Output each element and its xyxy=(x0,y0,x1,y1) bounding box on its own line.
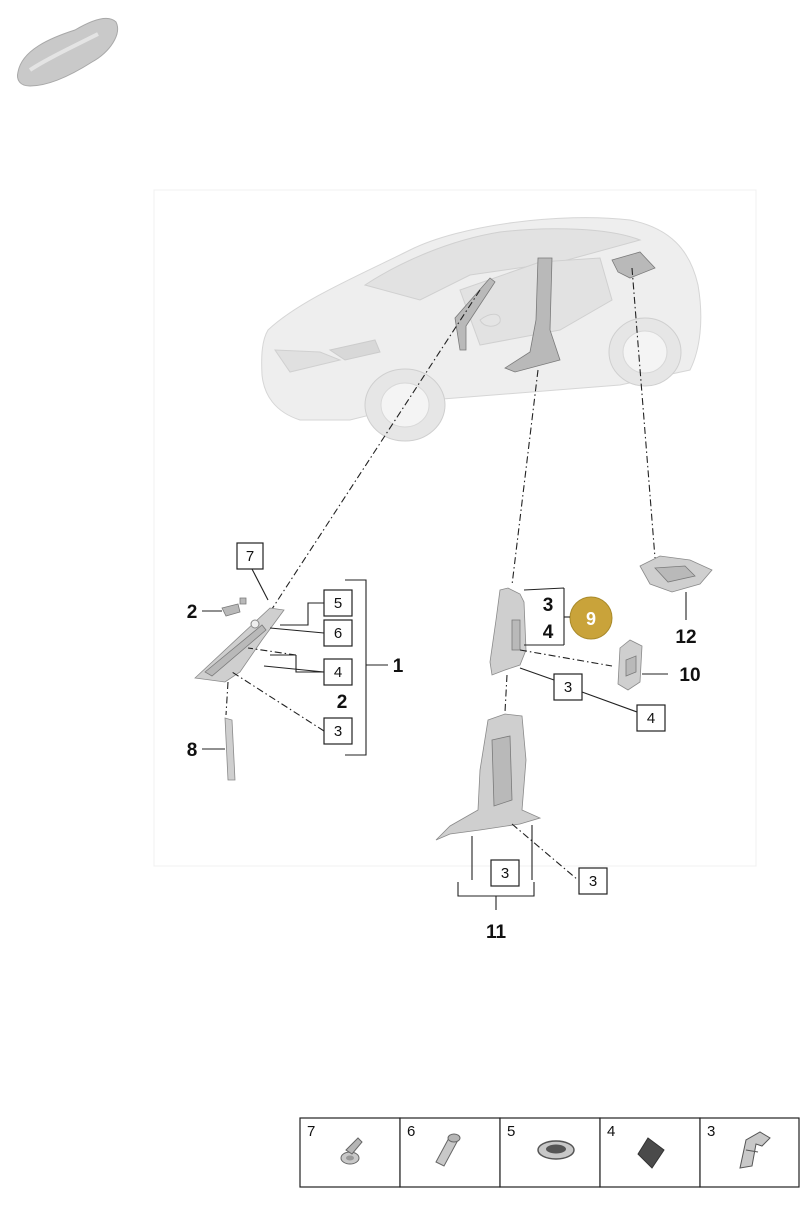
callout-12: 12 xyxy=(675,627,696,648)
callout-1: 1 xyxy=(393,656,404,677)
boxed-label-3-left-text: 3 xyxy=(334,723,342,740)
leader-b-pillar xyxy=(511,369,539,586)
leader-3-mid xyxy=(519,667,555,681)
callout-3-bracket: 3 xyxy=(543,595,554,616)
leader-10-dash xyxy=(519,649,613,667)
boxed-label-4-left xyxy=(323,658,353,686)
boxed-label-3-mid xyxy=(553,673,583,701)
callout-8: 8 xyxy=(187,740,198,761)
boxed-label-5-text: 5 xyxy=(334,595,342,612)
b-pillar-lower-trim-part xyxy=(435,713,542,841)
screw-icon xyxy=(340,1137,363,1165)
boxed-label-3-bottom-text: 3 xyxy=(501,865,509,882)
callout-10: 10 xyxy=(679,665,700,686)
leader-4-left-dash xyxy=(247,647,297,656)
leader-4-left xyxy=(263,654,325,673)
callout-11: 11 xyxy=(486,922,507,943)
thumbnail-car-icon xyxy=(17,17,118,87)
boxed-label-4-left-text: 4 xyxy=(334,664,342,681)
legend-number-4: 4 xyxy=(607,1123,615,1140)
leader-rear-panel xyxy=(631,267,656,559)
diagram-frame xyxy=(153,189,757,867)
bracket-11 xyxy=(457,882,535,910)
square-pad-icon xyxy=(637,1137,665,1169)
boxed-label-4-mid-text: 4 xyxy=(647,710,655,727)
b-pillar-upper-trim-part xyxy=(489,587,527,676)
pin-clip-icon xyxy=(435,1133,461,1167)
legend-number-2: 6 xyxy=(407,1123,415,1140)
fastener-legend: 7 6 5 4 3 xyxy=(299,1117,800,1188)
rear-panel-part-12 xyxy=(639,555,713,593)
leader-b-lower xyxy=(504,674,508,713)
legend-number-5: 3 xyxy=(707,1123,715,1140)
callout-2-bracket: 2 xyxy=(337,692,348,713)
boxed-label-6-text: 6 xyxy=(334,625,342,642)
boxed-label-3-bottom xyxy=(490,859,520,887)
vehicle-body xyxy=(261,217,702,442)
boxed-label-3-right-text: 3 xyxy=(589,873,597,890)
grommet-icon xyxy=(537,1140,575,1160)
leader-3-right xyxy=(511,823,579,881)
leader-11-legs xyxy=(471,825,533,880)
callout-4-bracket: 4 xyxy=(543,622,554,643)
boxed-label-3-right xyxy=(578,867,608,895)
leader-6 xyxy=(269,627,325,634)
boxed-label-5 xyxy=(323,589,353,617)
leader-3-left xyxy=(231,671,325,732)
highlight-badge-9-text: 9 xyxy=(586,609,596,629)
bracket-part-10 xyxy=(617,639,643,691)
boxed-label-3-left xyxy=(323,717,353,745)
boxed-label-4-mid xyxy=(636,704,666,732)
legend-number-3: 5 xyxy=(507,1123,515,1140)
retaining-clip-icon xyxy=(739,1131,771,1169)
boxed-label-3-mid-text: 3 xyxy=(564,679,572,696)
small-clip-part xyxy=(221,597,247,617)
boxed-label-7 xyxy=(236,542,264,570)
highlight-badge-9 xyxy=(569,596,613,640)
boxed-label-7-text: 7 xyxy=(246,548,254,565)
leader-a-pillar xyxy=(269,289,481,613)
a-pillar-lower-strip-part xyxy=(224,717,236,781)
bracket-1 xyxy=(345,579,388,756)
leader-strip xyxy=(225,681,229,716)
legend-number-1: 7 xyxy=(307,1123,315,1140)
leader-5 xyxy=(280,602,324,626)
leader-7 xyxy=(251,568,269,601)
a-pillar-trim-part xyxy=(194,607,285,683)
leader-4-mid xyxy=(581,691,638,713)
callout-2-left: 2 xyxy=(187,602,198,623)
